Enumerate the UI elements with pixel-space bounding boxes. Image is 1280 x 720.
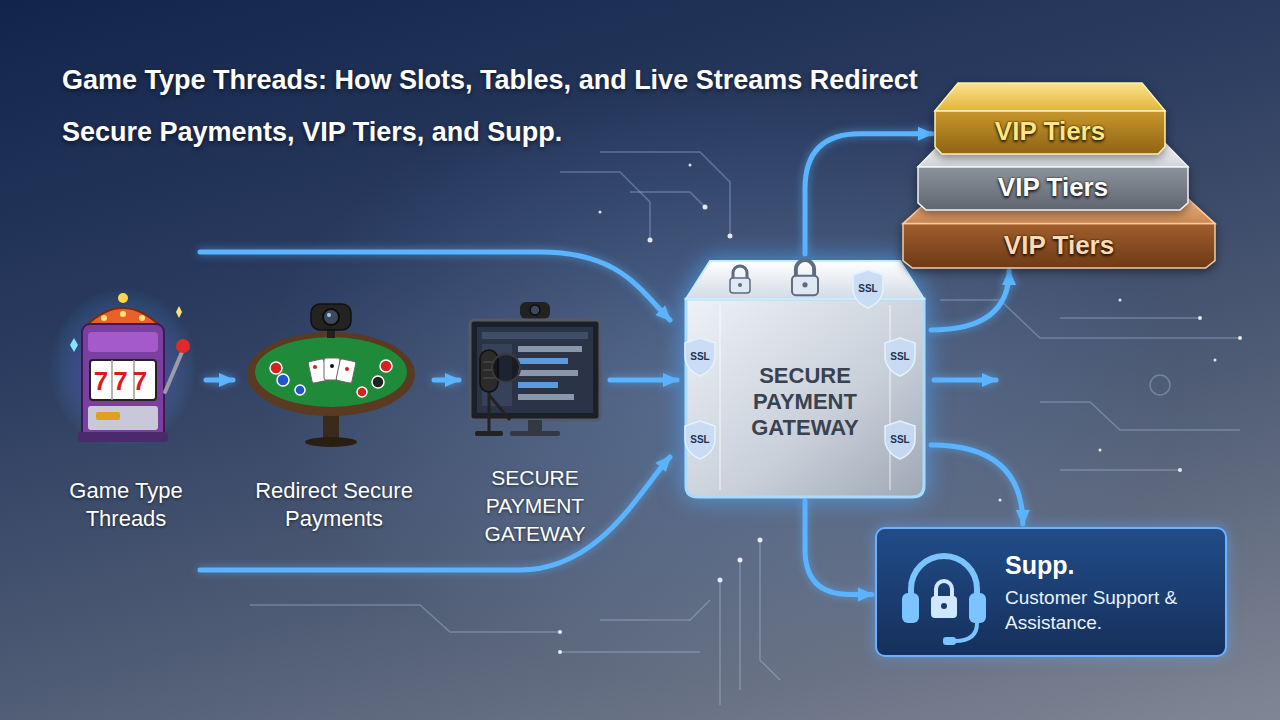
ssl-shield: SSL bbox=[882, 419, 918, 461]
flow-arrow bbox=[434, 378, 459, 383]
live-stream-node: SECURE PAYMENT GATEWAY bbox=[462, 305, 608, 550]
flow-arrow bbox=[931, 445, 1023, 524]
flow-arrow bbox=[931, 271, 1009, 330]
shield-label: SSL bbox=[890, 351, 909, 362]
shield-label: SSL bbox=[890, 434, 909, 445]
node-text: VIP Tiers bbox=[1004, 230, 1114, 260]
shield-label: SSL bbox=[690, 351, 709, 362]
shield-label: SSL bbox=[690, 434, 709, 445]
shield-label: SSL bbox=[858, 283, 877, 294]
reel-symbols: 777 bbox=[94, 366, 152, 397]
support-box: Supp. Customer Support & Assistance. bbox=[875, 527, 1227, 657]
vip-tier-gold: VIP Tiers bbox=[935, 82, 1165, 154]
slot-machine-node: Game Type Threads bbox=[48, 290, 204, 535]
ssl-shield: SSL bbox=[850, 268, 886, 310]
headset-lock-icon bbox=[889, 529, 999, 659]
ssl-shield: SSL bbox=[882, 336, 918, 378]
gateway-cube: SECURE PAYMENT GATEWAY bbox=[680, 255, 930, 500]
flow-arrow bbox=[206, 378, 233, 383]
node-text: Redirect Secure Payments bbox=[236, 477, 432, 533]
node-text: SECURE PAYMENT GATEWAY bbox=[730, 363, 880, 441]
ssl-shield: SSL bbox=[682, 336, 718, 378]
support-text-column: Supp. Customer Support & Assistance. bbox=[1005, 549, 1215, 635]
flow-arrow bbox=[805, 501, 872, 595]
support-heading: Supp. bbox=[1005, 549, 1215, 581]
node-text: VIP Tiers bbox=[998, 172, 1108, 202]
diagram-title: Game Type Threads: How Slots, Tables, an… bbox=[62, 54, 962, 158]
support-body: Customer Support & Assistance. bbox=[1005, 585, 1215, 635]
node-text: Game Type Threads bbox=[48, 477, 204, 533]
flow-arrow bbox=[610, 378, 677, 383]
node-text: SECURE PAYMENT GATEWAY bbox=[473, 464, 598, 548]
poker-table-node: Redirect Secure Payments bbox=[236, 300, 432, 535]
node-text: VIP Tiers bbox=[995, 116, 1105, 146]
ssl-shield: SSL bbox=[682, 419, 718, 461]
